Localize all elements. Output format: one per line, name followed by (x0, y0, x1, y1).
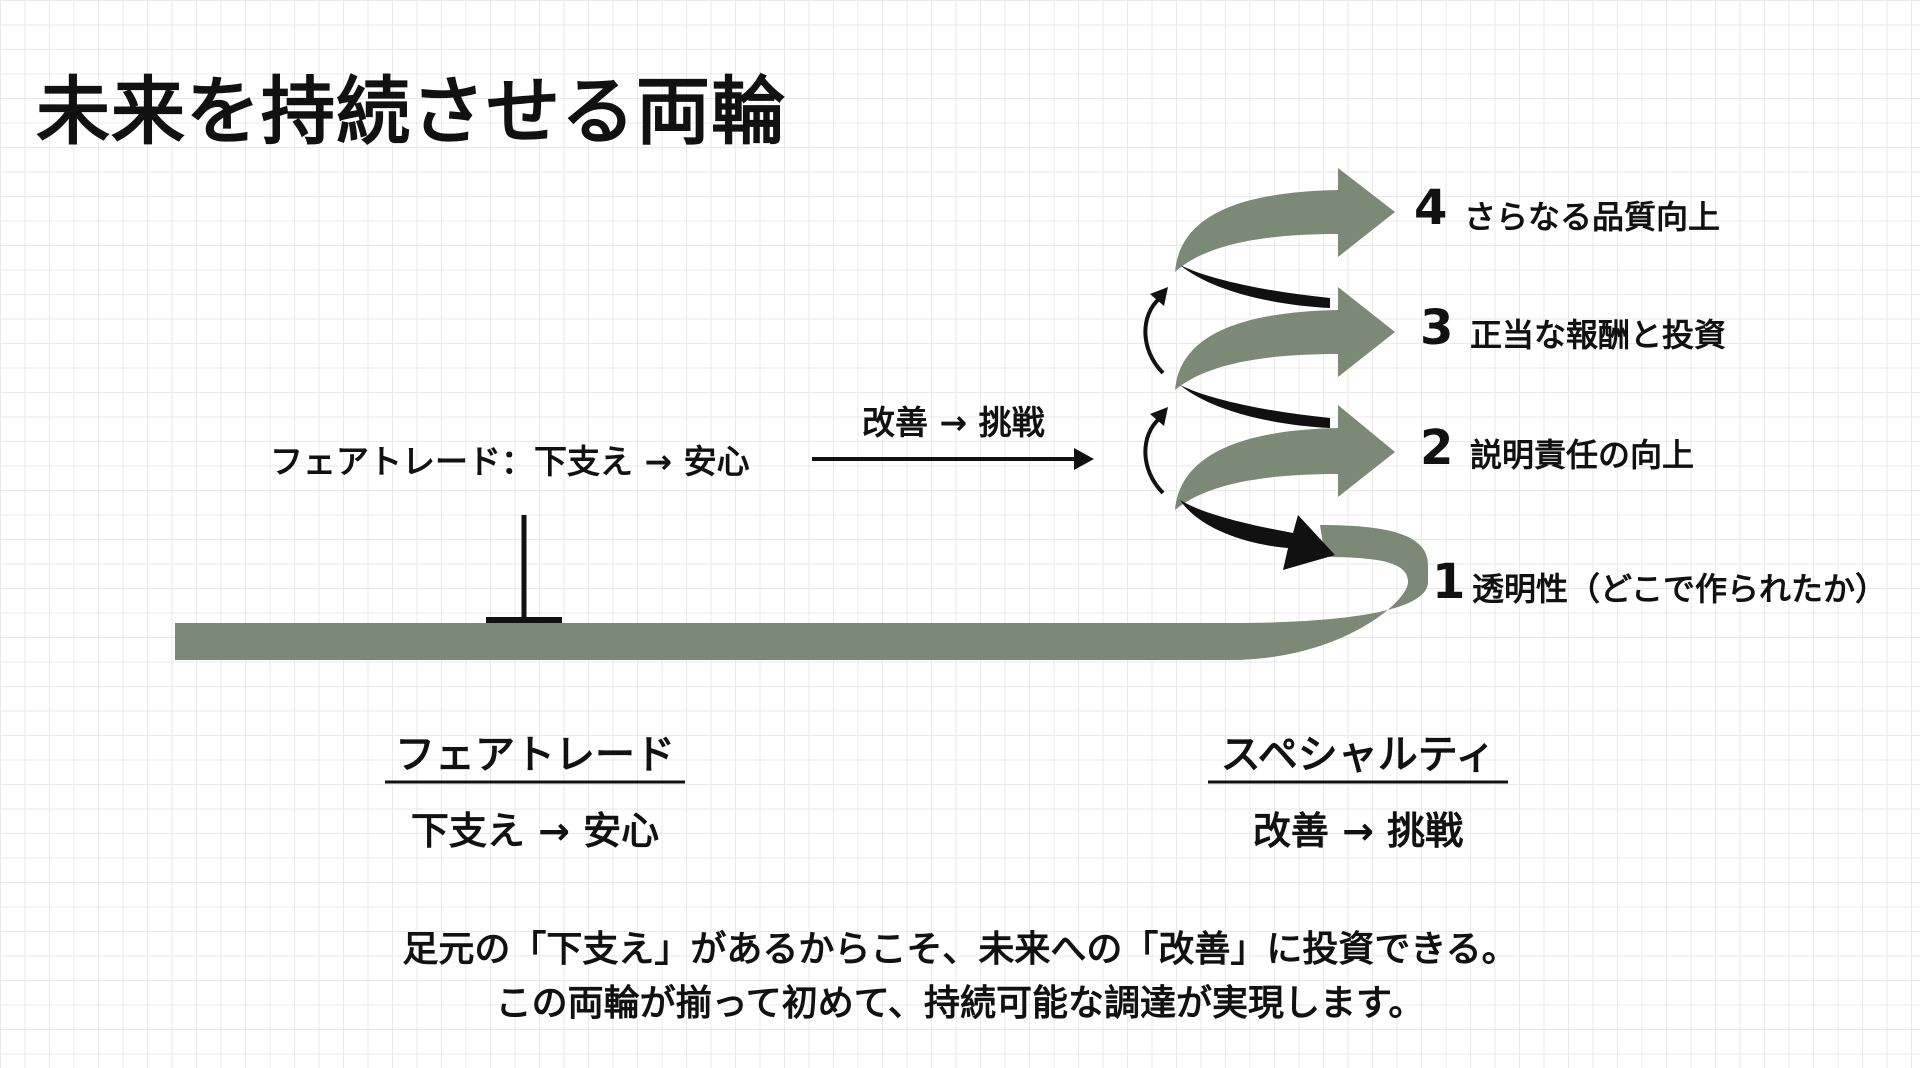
up-curve-arrow-2 (1143, 296, 1165, 375)
up-curve-arrow-1 (1143, 416, 1165, 495)
base-band (175, 525, 1428, 660)
fairtrade-subtitle: 下支え → 安心 (410, 809, 660, 853)
up-curve-arrowhead-1 (1150, 407, 1168, 426)
footer-line-1: 足元の「下支え」があるからこそ、未来への「改善」に投資できる。 (402, 929, 1518, 970)
up-curve-arrowhead-2 (1150, 287, 1168, 306)
specialty-title: スペシャルティ (1220, 732, 1496, 778)
step-3-label: 正当な報酬と投資 (1470, 316, 1727, 354)
black-swirl-3 (1180, 265, 1330, 308)
step-1-number: 1 (1432, 554, 1466, 610)
step-1-label: 透明性（どこで作られたか） (1472, 570, 1888, 608)
green-arrow-4 (1175, 168, 1395, 272)
flow-arrow-head (1074, 448, 1094, 470)
black-swirl-2 (1180, 385, 1330, 428)
green-arrow-3 (1175, 287, 1395, 390)
step-2-label: 説明責任の向上 (1470, 436, 1695, 474)
fairtrade-title: フェアトレード (395, 732, 675, 778)
black-swirl-1 (1180, 500, 1335, 570)
fairtrade-flow-label: フェアトレード：下支え → 安心 (270, 442, 750, 481)
specialty-subtitle: 改善 → 挑戦 (1252, 809, 1464, 853)
step-2-number: 2 (1420, 420, 1454, 476)
step-4-label: さらなる品質向上 (1464, 198, 1721, 236)
step-4-number: 4 (1414, 180, 1448, 236)
green-arrow-2 (1175, 405, 1395, 510)
page-title: 未来を持続させる両輪 (36, 69, 786, 155)
step-3-number: 3 (1420, 300, 1454, 356)
footer-line-2: この両輪が揃って初めて、持続可能な調達が実現します。 (495, 983, 1425, 1024)
arrow-label: 改善 → 挑戦 (862, 403, 1045, 442)
